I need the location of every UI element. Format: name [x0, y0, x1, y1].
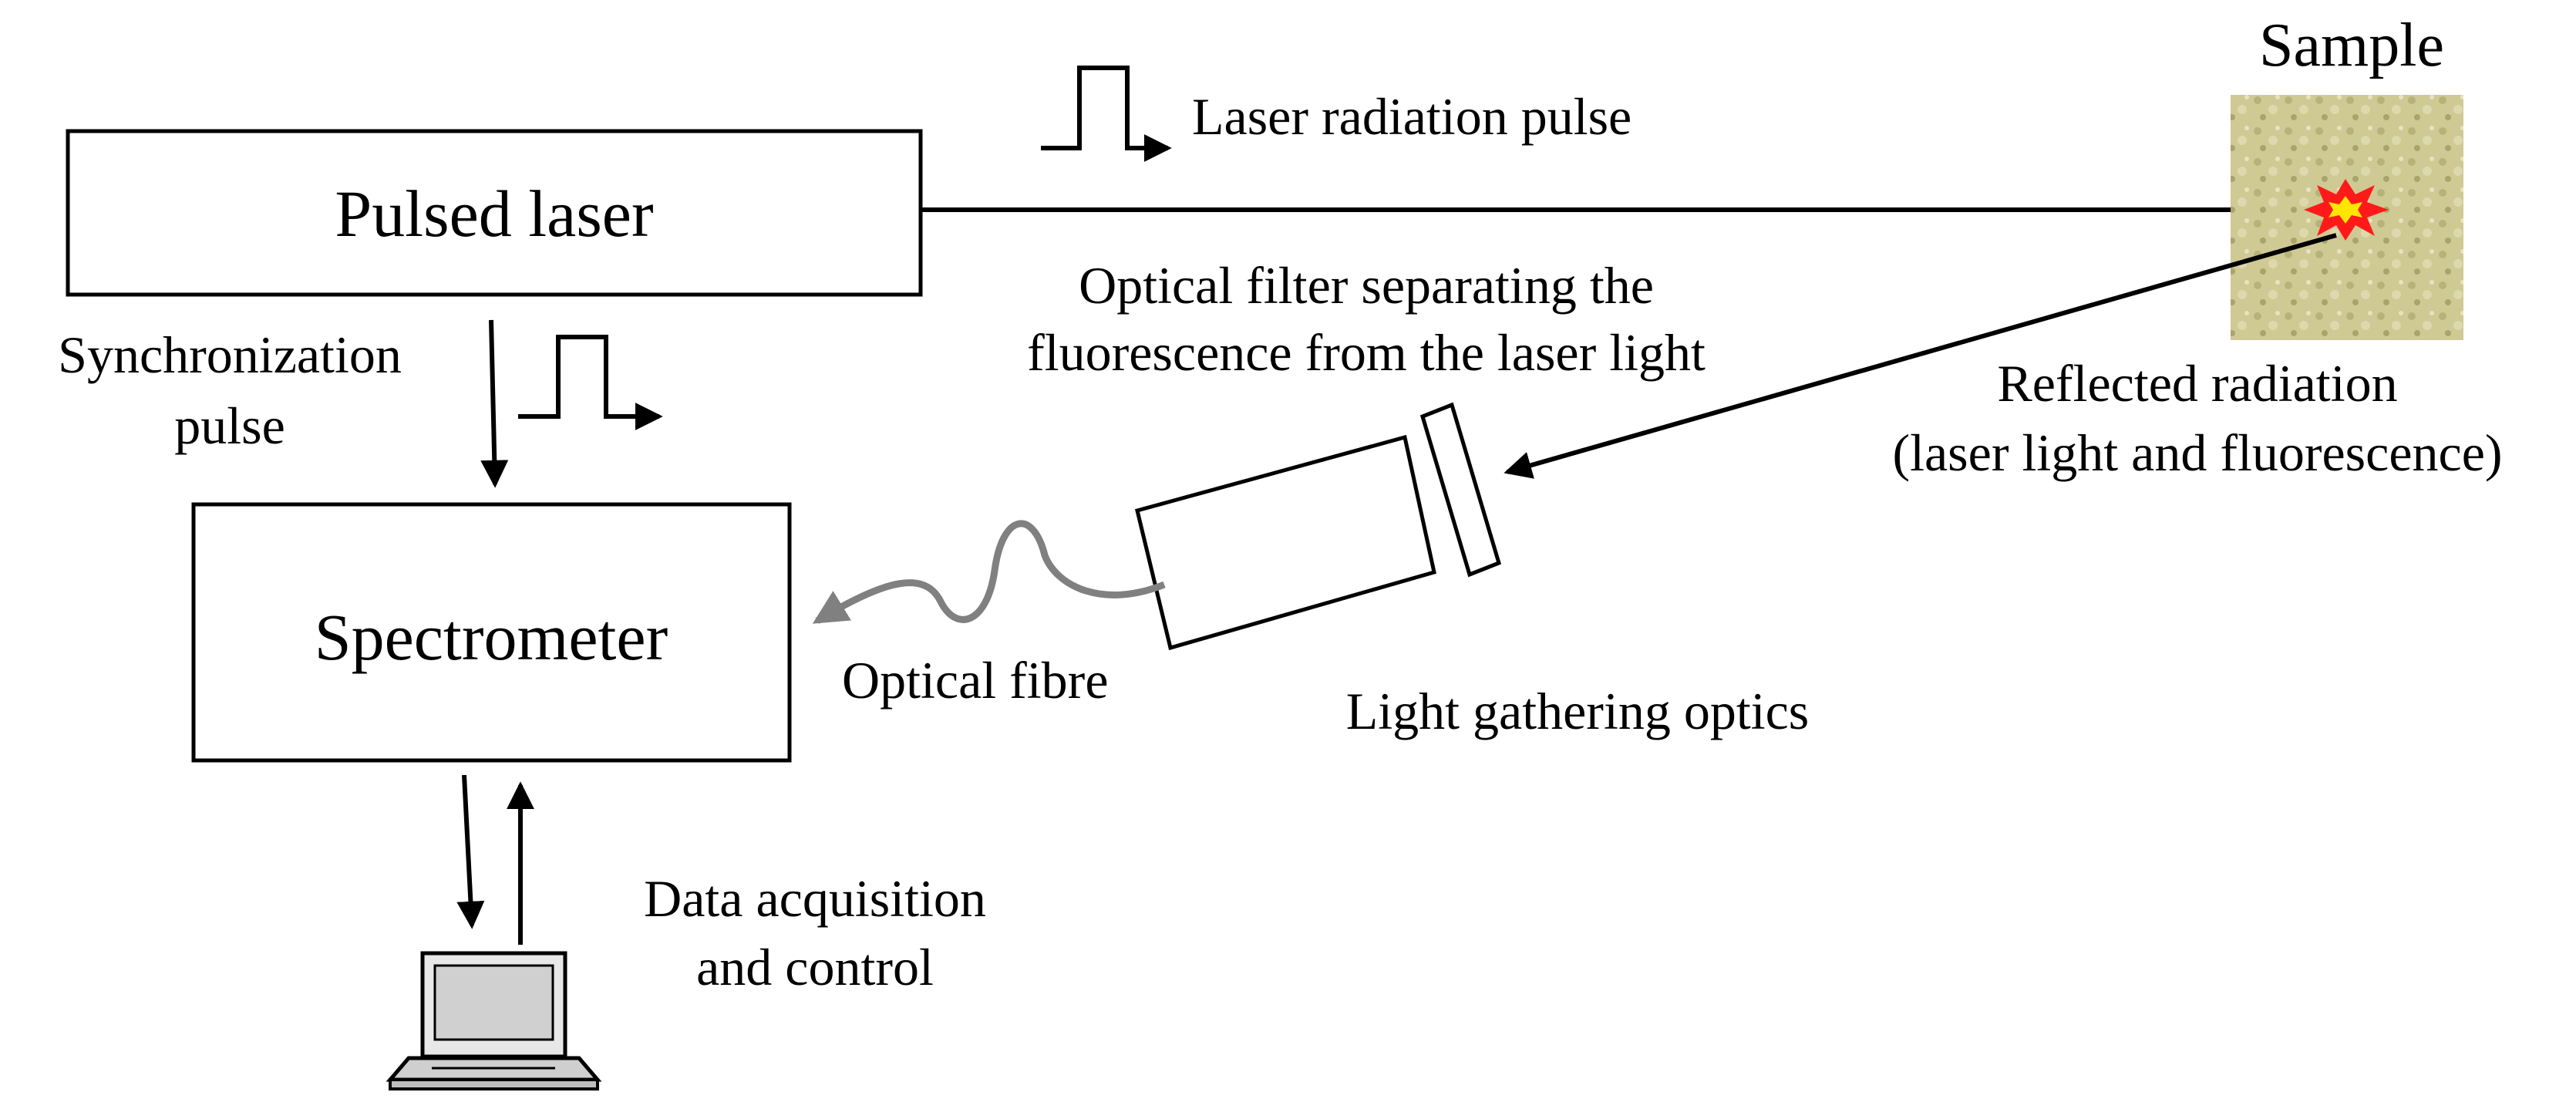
spectrometer-to-laptop-arrow — [456, 774, 485, 929]
laser-pulse-waveform-icon — [1041, 66, 1172, 162]
sync-label-line1: Synchronization — [58, 325, 402, 384]
sync-label-line2: pulse — [174, 396, 285, 455]
spectrometer-label: Spectrometer — [315, 600, 668, 674]
laser-pulse-label: Laser radiation pulse — [1192, 87, 1631, 146]
flash-core-icon — [2329, 196, 2362, 224]
spectrometer: Spectrometer — [191, 502, 792, 763]
optical-fibre-label: Optical fibre — [842, 651, 1109, 710]
daq-label-line1: Data acquisition — [644, 869, 986, 928]
light-gathering-optics — [1135, 434, 1436, 651]
reflected-label-line2: (laser light and fluorescence) — [1892, 423, 2502, 482]
optical-filter — [1419, 402, 1502, 578]
sample-title: Sample — [2259, 12, 2444, 79]
pulsed-laser: Pulsed laser — [66, 129, 923, 297]
sync-pulse-waveform-icon — [518, 335, 663, 430]
reflected-label-line1: Reflected radiation — [1997, 354, 2397, 413]
filter-label-line2: fluorescence from the laser light — [1027, 323, 1706, 382]
sample: Sample — [2231, 12, 2463, 340]
pulsed-laser-label: Pulsed laser — [335, 177, 653, 251]
reflected-radiation-arrow — [1504, 233, 2337, 479]
laptop-icon — [386, 951, 602, 1090]
sync-arrow — [480, 319, 509, 488]
optical-fibre — [812, 520, 1166, 624]
light-optics-label: Light gathering optics — [1346, 682, 1810, 740]
daq-label-line2: and control — [696, 938, 934, 996]
filter-label-line1: Optical filter separating the — [1079, 256, 1654, 315]
